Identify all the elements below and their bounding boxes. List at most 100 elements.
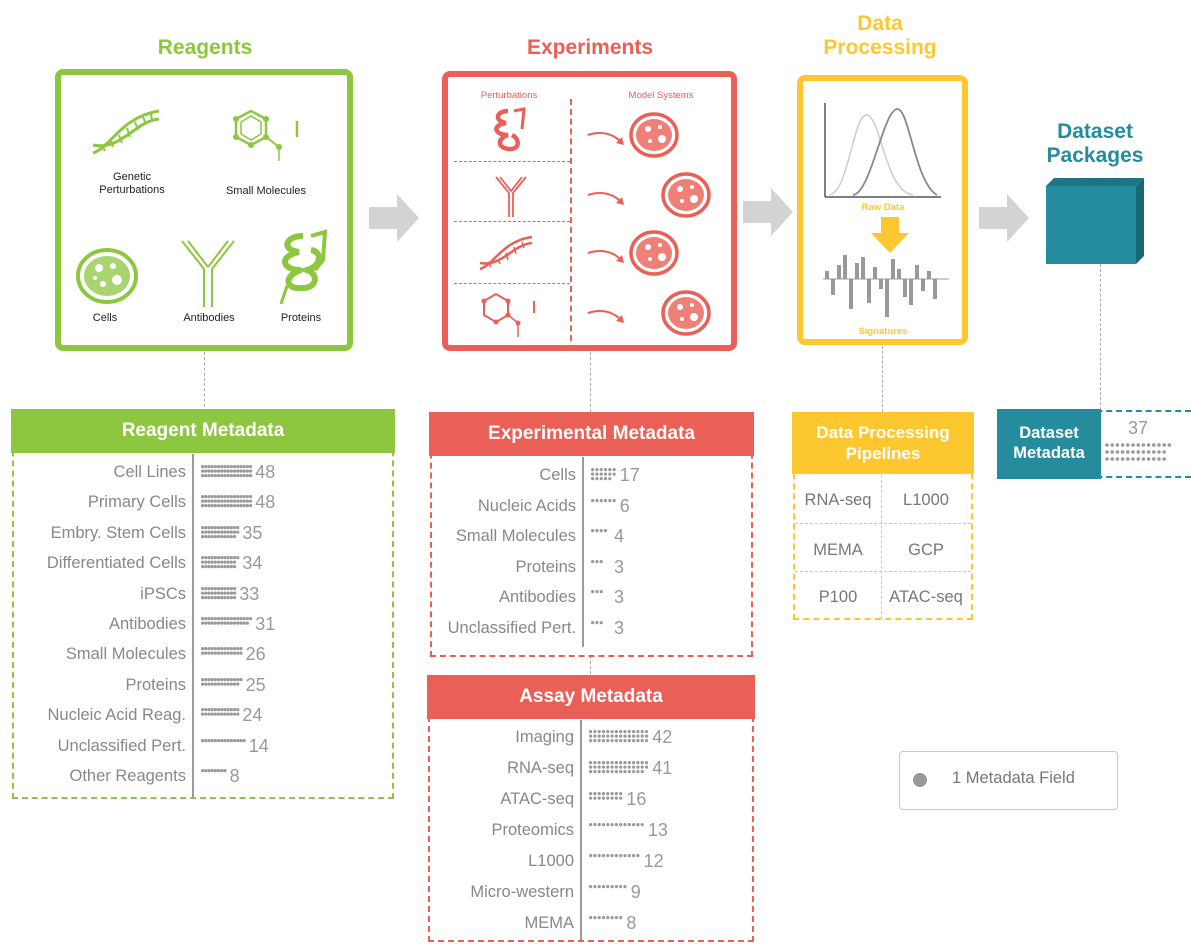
down-arrow-icon [871, 217, 909, 253]
metadata-field-dot [636, 761, 640, 765]
metadata-field-dot [249, 465, 253, 469]
metadata-field-dot [597, 765, 601, 769]
metadata-field-dot [226, 738, 230, 742]
metadata-dot-group [591, 590, 603, 594]
metadata-dot-group [591, 559, 603, 563]
metadata-field-dot [210, 769, 214, 773]
metadata-field-dot [210, 469, 214, 473]
reagent-metadata-axis [192, 454, 194, 797]
metadata-field-dot [614, 770, 618, 774]
metadata-dot-group [591, 468, 616, 481]
metadata-field-dot [597, 730, 601, 734]
metadata-row-count: 16 [626, 789, 647, 809]
metadata-field-dot [593, 734, 597, 738]
metadata-field-dot [207, 738, 211, 742]
metadata-field-dot [217, 525, 221, 529]
metadata-field-dot [589, 823, 593, 827]
metadata-field-dot [229, 504, 233, 508]
metadata-field-dot [239, 651, 243, 656]
metadata-field-dot [623, 761, 627, 765]
metadata-field-dot [229, 647, 233, 651]
metadata-field-dot [239, 474, 243, 478]
metadata-field-dot [201, 474, 205, 478]
metadata-field-dot [614, 823, 618, 827]
metadata-field-dot [606, 854, 610, 858]
metadata-field-dot [207, 530, 211, 534]
metadata-field-dot [204, 591, 208, 595]
metadata-field-dot [1136, 457, 1140, 461]
metadata-field-dot [610, 734, 614, 738]
genetic-label-line1: Genetic [113, 171, 151, 183]
metadata-field-dot [220, 560, 224, 564]
metadata-field-dot [220, 530, 224, 534]
metadata-field-dot [201, 738, 205, 742]
metadata-field-dot [636, 739, 640, 743]
metadata-field-dot [239, 621, 243, 625]
metadata-field-dot [207, 677, 211, 681]
metadata-field-dot [201, 499, 205, 504]
metadata-field-dot [210, 682, 214, 686]
metadata-field-dot [223, 556, 227, 560]
metadata-field-dot [1120, 443, 1125, 447]
genetic-perturbations-label: Genetic Perturbations [87, 171, 177, 197]
metadata-field-dot [597, 796, 601, 800]
metadata-field-dot [619, 792, 623, 796]
metadata-field-dot [606, 796, 610, 800]
metadata-field-dot [610, 730, 614, 734]
metadata-field-dot [595, 498, 599, 502]
metadata-field-dot [614, 761, 618, 765]
metadata-field-dot [217, 560, 221, 564]
metadata-field-dot [207, 617, 211, 621]
metadata-field-dot [210, 738, 214, 742]
metadata-dot-group [201, 586, 237, 599]
metadata-field-dot [217, 651, 221, 656]
metadata-field-dot [213, 708, 217, 712]
metadata-field-dot [242, 495, 246, 499]
metadata-row-count: 41 [652, 758, 673, 778]
experiments-row-sep-2 [454, 221, 570, 222]
metadata-field-dot [217, 677, 221, 681]
metadata-row-name: Small Molecules [455, 527, 576, 546]
model-system-cell-4 [661, 290, 711, 336]
metadata-field-dot [1131, 457, 1135, 461]
metadata-field-dot [229, 738, 233, 742]
metadata-field-dot [210, 647, 214, 651]
metadata-field-dot [606, 765, 610, 769]
metadata-field-dot [627, 854, 631, 858]
metadata-field-dot [249, 474, 253, 478]
metadata-field-dot [627, 823, 631, 827]
metadata-dot-group [591, 498, 616, 502]
metadata-field-dot [226, 556, 230, 560]
metadata-field-dot [636, 734, 640, 738]
metadata-field-dot [619, 765, 623, 769]
metadata-field-dot [210, 495, 214, 499]
metadata-field-dot [245, 469, 249, 473]
metadata-field-dot [233, 647, 237, 651]
metadata-field-dot [1141, 457, 1146, 461]
metadata-dot-group [201, 677, 243, 686]
metadata-field-dot [233, 682, 237, 686]
metadata-row-count: 9 [630, 882, 641, 902]
antibody-perturbation-icon [495, 176, 527, 217]
metadata-dot-group [589, 916, 623, 920]
metadata-row-count: 17 [619, 465, 640, 485]
metadata-row-count: 3 [614, 618, 625, 638]
metadata-row-name: Other Reagents [69, 767, 186, 785]
connector-exp-assay [590, 656, 591, 674]
metadata-field-dot [210, 712, 214, 716]
metadata-field-dot [606, 739, 610, 743]
metadata-row-count: 6 [619, 495, 630, 516]
metadata-field-dot [233, 525, 237, 529]
metadata-field-dot [233, 469, 237, 473]
metadata-field-dot [213, 586, 217, 590]
metadata-field-dot [245, 465, 249, 469]
model-system-arrow-1 [587, 132, 624, 145]
metadata-field-dot [204, 708, 208, 712]
metadata-field-dot [213, 556, 217, 560]
metadata-field-dot [226, 621, 230, 625]
metadata-field-dot [1115, 457, 1120, 461]
metadata-field-dot [220, 495, 224, 499]
metadata-field-dot [226, 534, 230, 538]
metadata-field-dot [249, 469, 253, 473]
